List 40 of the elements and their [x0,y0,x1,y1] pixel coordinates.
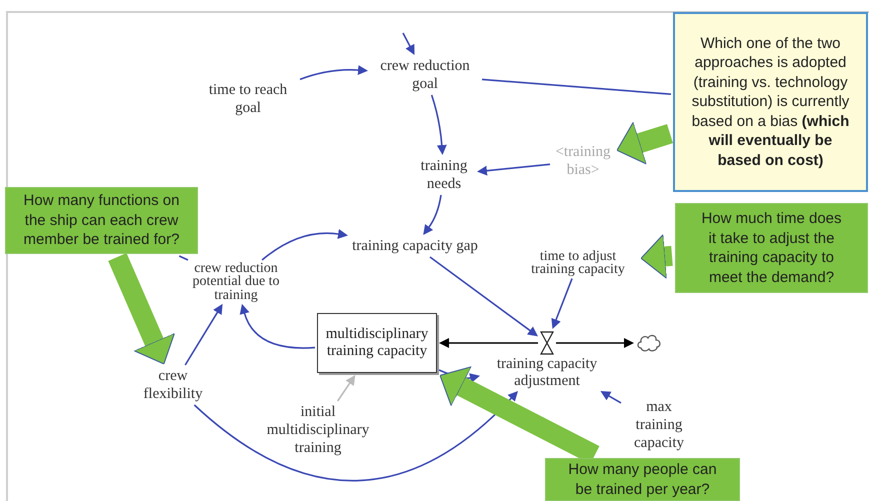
arrow [240,304,316,349]
arrow [477,164,550,176]
flow-label: training capacity adjustment [496,356,598,389]
callout-box [545,458,740,501]
variable-label: crew reduction goal [379,57,471,93]
arrow [337,375,356,402]
block-arrow [640,234,673,279]
variable-label: training needs [420,157,468,193]
variable-label: initial multidisciplinary training [266,403,370,457]
stock-box [317,313,437,373]
variable-label: <training bias> [554,143,612,179]
arrow [423,194,442,236]
arrow [556,338,634,348]
arrow [262,229,348,261]
variable-label: crew flexibility [142,367,204,403]
connector-line [482,78,672,96]
variable-label: max training capacity [633,398,685,452]
arrow [600,391,622,404]
arrow [430,256,538,336]
callout-box [675,203,868,293]
callout-text: How many functions on the ship can each crew member be trained for? [22,191,180,250]
arrow [184,304,223,366]
arrow [439,338,538,348]
arrow [551,278,573,329]
arrow [402,32,415,55]
callout-text: How much time does it take to adjust the training capacity to meet the demand? [700,209,843,287]
variable-label: time to reach goal [208,81,288,117]
arrow [430,94,447,155]
block-arrow [108,253,175,364]
connector-line [178,255,188,261]
arrow [300,65,368,80]
variable-label: crew reduction potential due to training [191,262,281,302]
callout-box [673,12,868,192]
callout-text: How many people can be trained per year? [567,460,718,499]
variable-label: training capacity gap [352,237,478,255]
arrow [194,391,518,482]
stock-label: multidisciplinary training capacity [324,326,430,360]
callout-text: Which one of the two approaches is adopted (training vs. technology substitution) is currently based on a bias (which will eventually be based on cost) [690,34,850,170]
callout-box [5,187,198,254]
variable-label: time to adjust training capacity [530,250,626,277]
